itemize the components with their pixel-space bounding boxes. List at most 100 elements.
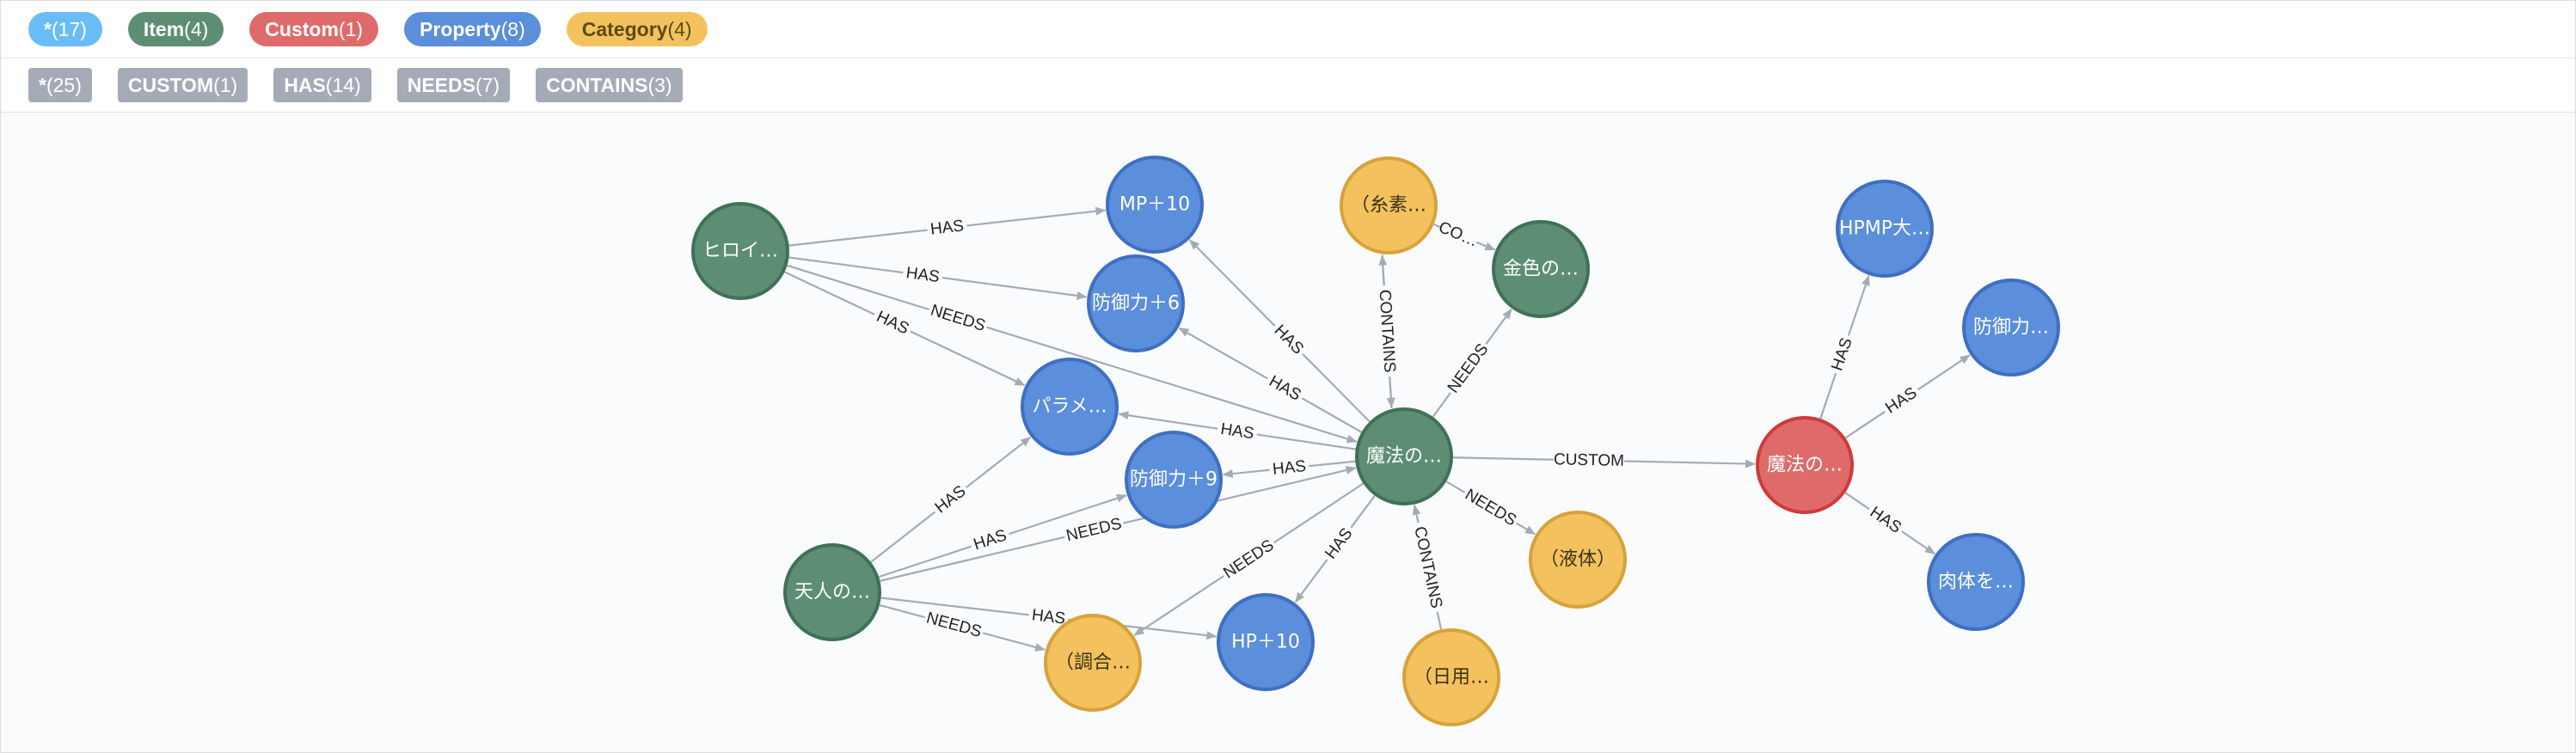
- node-circle[interactable]: [691, 202, 789, 300]
- node-circle[interactable]: [1087, 254, 1185, 352]
- pill-name: Item: [143, 17, 185, 40]
- edge-label-background: [1553, 450, 1625, 471]
- edge-label: NEEDS: [1064, 515, 1124, 546]
- edge-contains-itomoto-mahou_item[interactable]: CONTAINS: [1374, 254, 1400, 408]
- edge-has-mahou_item-def6[interactable]: HAS: [1178, 327, 1363, 433]
- relationship-type-bar: *(25) CUSTOM(1) HAS(14) NEEDS(7) CONTAIN…: [1, 58, 2575, 113]
- rel-tag-contains[interactable]: CONTAINS(3): [536, 68, 683, 102]
- edge-has-mahou_item-param[interactable]: HAS: [1118, 411, 1356, 450]
- node-circle[interactable]: [1756, 416, 1854, 514]
- node-item-mahou_item[interactable]: 魔法の…: [1355, 407, 1453, 505]
- rel-tag-all[interactable]: *(25): [28, 68, 92, 102]
- edge-label-background: [922, 608, 986, 643]
- edge-has-hiroi-mp10[interactable]: HAS: [788, 206, 1107, 247]
- node-label-bar: *(17) Item(4) Custom(1) Property(8) Cate…: [1, 1, 2575, 58]
- pill-name: Category: [581, 17, 668, 40]
- node-category-chougou[interactable]: （調合…: [1044, 614, 1142, 712]
- node-circle[interactable]: [1962, 279, 2060, 376]
- node-circle[interactable]: [1492, 220, 1590, 318]
- edge-needs-tenjin-mahou_item[interactable]: NEEDS: [880, 466, 1357, 582]
- label-pill-custom[interactable]: Custom(1): [249, 12, 379, 46]
- node-property-hpmp[interactable]: HPMP大…: [1836, 180, 1934, 278]
- node-circle[interactable]: [1355, 407, 1453, 505]
- edge-label: CO…: [1436, 218, 1481, 251]
- node-circle[interactable]: [1021, 358, 1119, 456]
- edge-line[interactable]: [787, 264, 1358, 444]
- node-property-param[interactable]: パラメ…: [1021, 358, 1119, 456]
- rel-tag-has[interactable]: HAS(14): [273, 68, 371, 102]
- edge-label: CONTAINS: [1410, 524, 1445, 609]
- rel-tag-needs[interactable]: NEEDS(7): [396, 68, 511, 102]
- node-circle[interactable]: [1217, 593, 1315, 691]
- edge-needs-tenjin-chougou[interactable]: NEEDS: [879, 603, 1046, 652]
- pill-count: (4): [184, 17, 209, 40]
- edge-label: HAS: [1219, 420, 1255, 444]
- node-property-mp10[interactable]: MP＋10: [1106, 156, 1204, 254]
- node-label: 防御力…: [1973, 317, 2049, 339]
- node-label: HP＋10: [1231, 632, 1300, 653]
- rel-tag-custom[interactable]: CUSTOM(1): [117, 68, 248, 102]
- pill-name: *: [44, 17, 52, 40]
- edge-label: HAS: [905, 264, 940, 286]
- edge-contains-itomoto-kinshoku[interactable]: CO…: [1433, 217, 1496, 251]
- edge-has-mahou_item-def9[interactable]: HAS: [1222, 456, 1356, 480]
- edge-custom-mahou_item-mahou_custom[interactable]: CUSTOM: [1452, 450, 1757, 471]
- label-pill-property[interactable]: Property(8): [404, 12, 541, 46]
- node-label: ヒロイ…: [702, 241, 778, 262]
- tag-count: (7): [475, 73, 500, 96]
- edge-needs-mahou_item-kinshoku[interactable]: NEEDS: [1432, 309, 1512, 418]
- node-circle[interactable]: [783, 543, 881, 641]
- node-property-defx[interactable]: 防御力…: [1962, 279, 2060, 376]
- edges-layer: HASHASHASNEEDSHASHASHASHASHASNEEDSCONTAI…: [784, 206, 1971, 652]
- node-custom-mahou_custom[interactable]: 魔法の…: [1756, 416, 1854, 514]
- edge-label: NEEDS: [1220, 536, 1277, 583]
- edge-has-mahou_custom-defx[interactable]: HAS: [1844, 354, 1971, 439]
- label-pill-item[interactable]: Item(4): [127, 12, 224, 46]
- edge-label-background: [870, 305, 915, 340]
- node-label: 防御力＋6: [1092, 293, 1180, 315]
- label-pill-category[interactable]: Category(4): [566, 12, 708, 46]
- node-circle[interactable]: [1927, 533, 2025, 631]
- node-item-hiroi[interactable]: ヒロイ…: [691, 202, 789, 300]
- graph-canvas[interactable]: HASHASHASNEEDSHASHASHASHASHASNEEDSCONTAI…: [1, 113, 2575, 752]
- tag-count: (1): [213, 73, 238, 96]
- edge-label-background: [926, 216, 968, 240]
- edge-label-background: [1863, 501, 1908, 540]
- edge-label-background: [1262, 370, 1307, 407]
- edge-label-background: [1374, 285, 1400, 377]
- edge-has-tenjin-hp10[interactable]: HAS: [880, 597, 1217, 640]
- node-circle[interactable]: [1402, 628, 1500, 726]
- node-circle[interactable]: [1106, 156, 1204, 254]
- edge-has-mahou_custom-hpmp[interactable]: HAS: [1819, 274, 1870, 419]
- node-category-itomoto[interactable]: （糸素…: [1340, 156, 1438, 254]
- node-circle[interactable]: [1836, 180, 1934, 278]
- edge-has-tenjin-def9[interactable]: HAS: [878, 493, 1127, 579]
- node-property-hp10[interactable]: HP＋10: [1217, 593, 1315, 691]
- graph-svg[interactable]: HASHASHASNEEDSHASHASHASHASHASNEEDSCONTAI…: [1, 113, 2575, 752]
- edge-needs-mahou_item-eki[interactable]: NEEDS: [1445, 481, 1536, 536]
- node-circle[interactable]: [1529, 511, 1627, 609]
- node-label: （日用…: [1414, 667, 1489, 689]
- edge-has-mahou_custom-nikutai[interactable]: HAS: [1844, 492, 1935, 555]
- node-label: （調合…: [1055, 652, 1131, 674]
- pill-count: (17): [51, 17, 87, 40]
- node-category-eki[interactable]: （液体）: [1529, 511, 1627, 609]
- edge-has-hiroi-def6[interactable]: HAS: [788, 256, 1088, 300]
- node-item-kinshoku[interactable]: 金色の…: [1492, 220, 1590, 318]
- node-property-def6[interactable]: 防御力＋6: [1087, 254, 1185, 352]
- node-property-nikutai[interactable]: 肉体を…: [1927, 533, 2025, 631]
- node-item-tenjin[interactable]: 天人の…: [783, 543, 881, 641]
- pill-count: (8): [500, 17, 525, 40]
- node-property-def9[interactable]: 防御力＋9: [1125, 431, 1223, 529]
- edge-contains-nichiyou-mahou_item[interactable]: CONTAINS: [1408, 504, 1447, 630]
- edge-has-hiroi-param[interactable]: HAS: [784, 271, 1026, 387]
- pill-count: (1): [338, 17, 364, 40]
- edge-label-background: [1408, 520, 1447, 615]
- edge-label-background: [1880, 382, 1923, 419]
- label-pill-all[interactable]: *(17): [28, 12, 102, 46]
- node-circle[interactable]: [1340, 156, 1438, 254]
- node-category-nichiyou[interactable]: （日用…: [1402, 628, 1500, 726]
- node-circle[interactable]: [1125, 431, 1223, 529]
- edge-has-mahou_item-hp10[interactable]: HAS: [1294, 495, 1376, 603]
- node-circle[interactable]: [1044, 614, 1142, 712]
